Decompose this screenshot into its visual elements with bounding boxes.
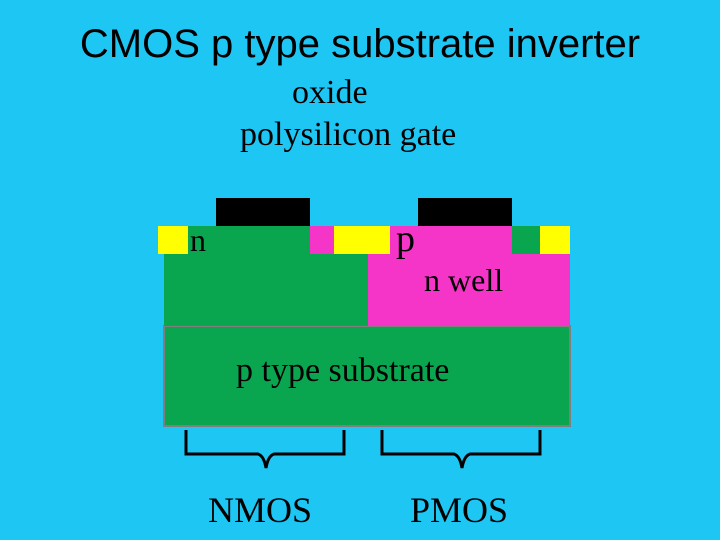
- pmos-n-tap: [512, 226, 540, 254]
- nmos-brace: [184, 430, 346, 469]
- oxide-layer-right: [540, 226, 570, 254]
- p-substrate-region: [163, 325, 571, 427]
- diagram-title: CMOS p type substrate inverter: [79, 22, 641, 66]
- oxide-layer-left: [158, 226, 188, 254]
- nmos-p-tap: [310, 226, 334, 254]
- p-diffusion-left: [390, 226, 418, 254]
- pmos-brace: [380, 430, 542, 469]
- n-well-label: n well: [424, 262, 504, 298]
- nmos-polysilicon-gate: [216, 198, 310, 226]
- nmos-label: NMOS: [208, 490, 313, 530]
- nmos-channel: [216, 226, 310, 254]
- n-well-region: [368, 254, 570, 326]
- pmos-channel: [418, 226, 512, 254]
- oxide-label: oxide: [292, 74, 368, 111]
- pmos-label: PMOS: [410, 490, 509, 530]
- pmos-polysilicon-gate: [418, 198, 512, 226]
- polysilicon-gate-label: polysilicon gate: [240, 116, 457, 153]
- oxide-layer-middle: [334, 226, 390, 254]
- n-diffusion-left: [188, 226, 216, 254]
- nmos-active-region: [164, 254, 368, 326]
- p-substrate-label: p type substrate: [236, 352, 450, 389]
- n-diffusion-label: n: [190, 222, 206, 258]
- p-diffusion-label: p: [396, 218, 415, 260]
